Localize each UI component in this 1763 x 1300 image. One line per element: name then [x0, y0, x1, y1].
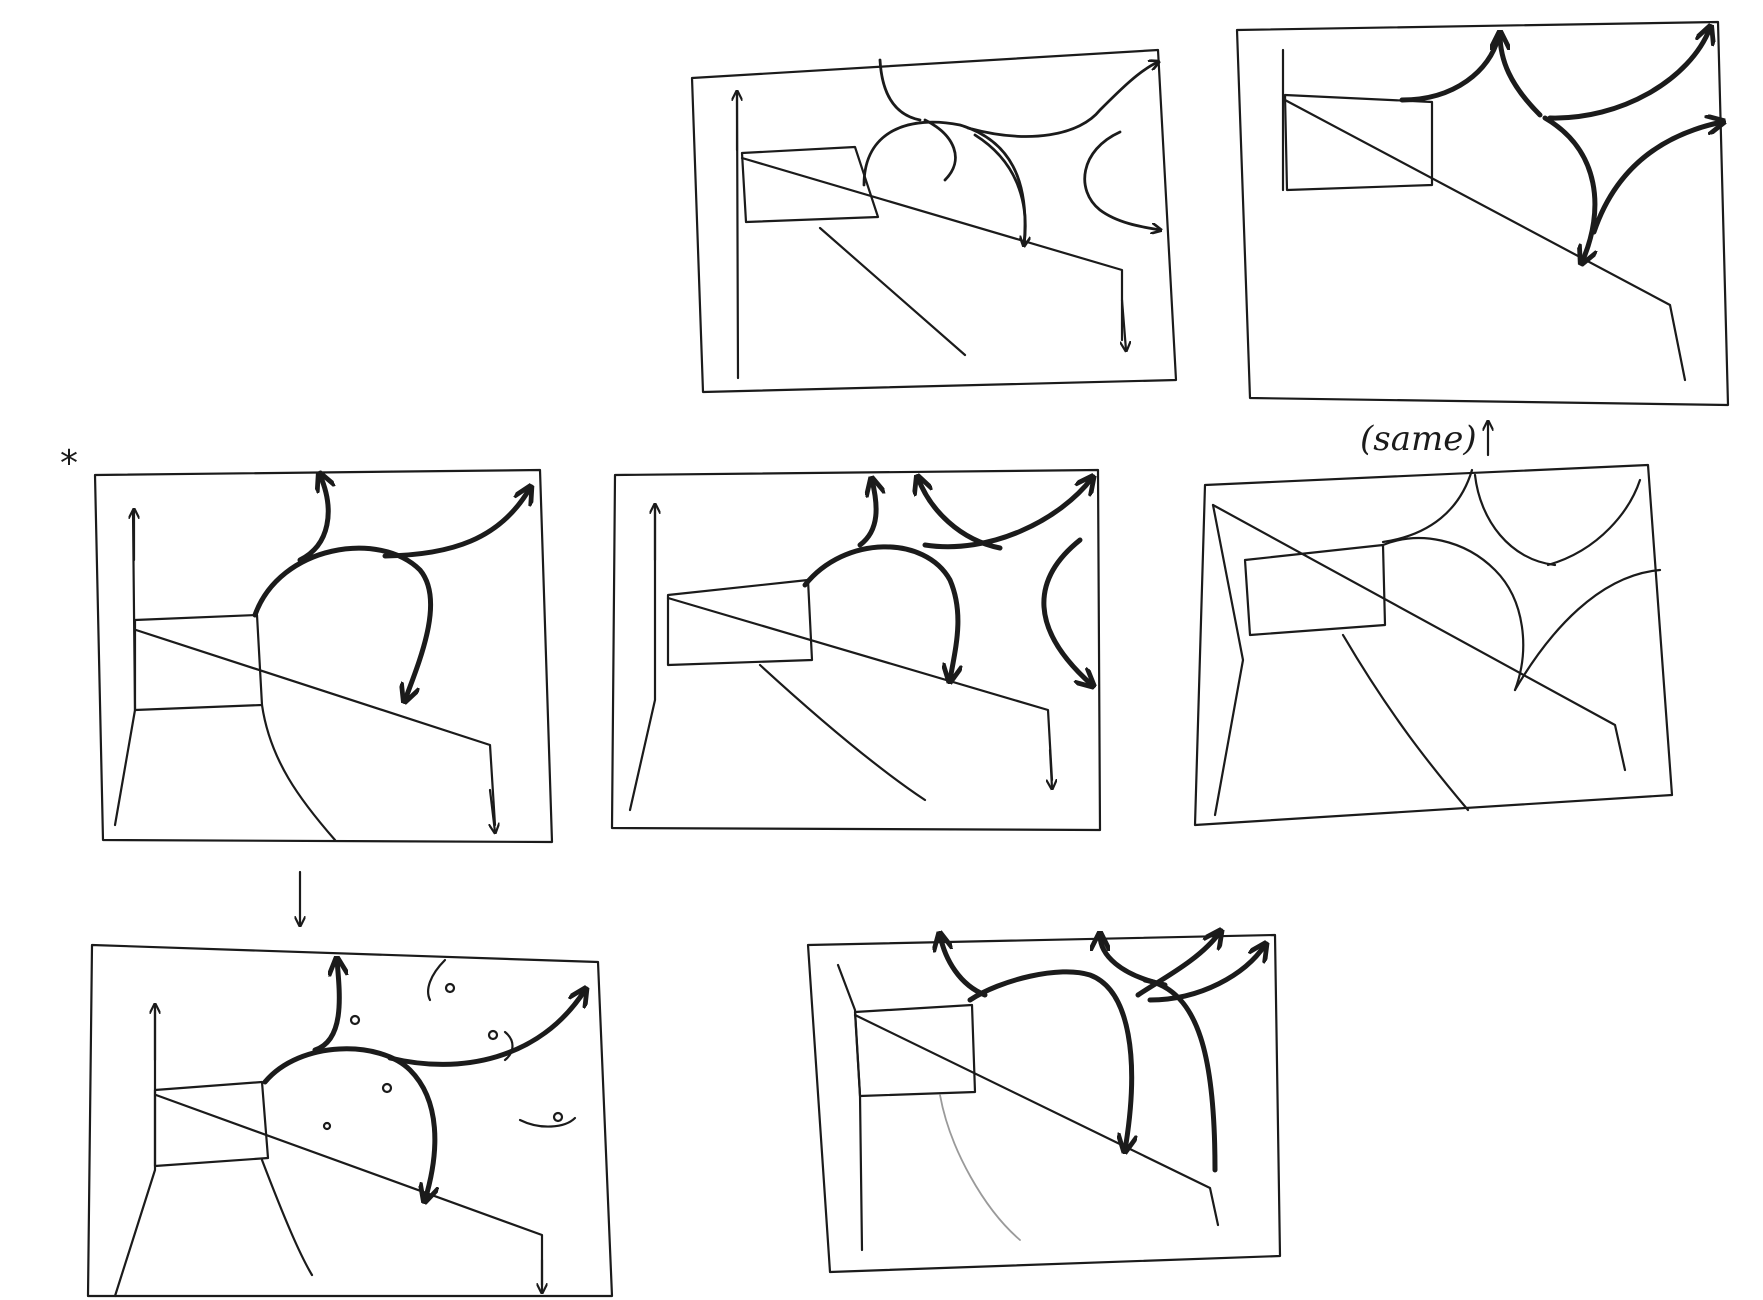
rect-block — [668, 580, 812, 665]
panel-middle-right: (same) — [1195, 419, 1672, 825]
rect-block — [1245, 545, 1385, 635]
rect-block — [742, 147, 878, 222]
arc-crossing — [1145, 980, 1215, 1170]
rect-block — [1285, 95, 1432, 190]
arrow-up-mid — [1100, 935, 1165, 985]
face-dot-5 — [324, 1123, 330, 1129]
diagonal-line — [136, 630, 495, 825]
arrow-up-left — [300, 475, 328, 560]
arrow-up-right-2 — [1150, 945, 1265, 1000]
lower-curve — [1343, 635, 1468, 810]
face-curve-3 — [520, 1118, 575, 1127]
rect-block — [135, 615, 262, 710]
web-line-up — [1383, 470, 1472, 542]
web-line-corner — [1548, 480, 1640, 565]
face-curve-1 — [428, 960, 445, 1000]
star-curve-down — [1545, 118, 1595, 262]
panel-top-right — [1237, 22, 1728, 405]
rect-block — [855, 1005, 975, 1096]
left-wall-line — [115, 1010, 155, 1296]
panel-top-middle — [692, 50, 1176, 392]
face-dot-4 — [383, 1084, 391, 1092]
face-dot-1 — [446, 984, 454, 992]
star-mark: * — [60, 443, 78, 484]
web-line-right — [1475, 475, 1555, 565]
arc-main — [265, 1049, 435, 1200]
diagonal-line — [1213, 505, 1625, 770]
diagonal-line — [742, 158, 1122, 340]
panel-frame — [1195, 465, 1672, 825]
rect-block — [155, 1082, 268, 1166]
face-dot-3 — [489, 1031, 497, 1039]
panel-bottom-center — [808, 932, 1280, 1272]
arrow-up — [315, 960, 339, 1050]
arrow-up-right — [385, 488, 530, 556]
arrow-down-right — [1044, 540, 1092, 685]
arrow-up-right — [390, 990, 585, 1064]
face-dot-2 — [351, 1016, 359, 1024]
arrow-up-2 — [918, 478, 1000, 548]
diagonal-line — [156, 1095, 542, 1285]
star-curve-right — [1550, 28, 1710, 118]
arrow-right-down — [1085, 132, 1160, 230]
lower-diagonal — [820, 228, 965, 355]
arrow-up-right — [925, 478, 1092, 547]
diagonal-line — [855, 1015, 1218, 1225]
panel-middle-center — [612, 470, 1100, 830]
panel-frame — [88, 945, 612, 1296]
panel-frame — [1237, 22, 1728, 405]
lower-curve — [760, 665, 925, 800]
star-curve-left — [1402, 38, 1498, 100]
web-line-right-down — [1515, 570, 1660, 690]
panel-bottom-left — [88, 945, 612, 1296]
arrow-right-up — [968, 62, 1158, 136]
left-wall-line — [115, 512, 135, 825]
left-wall-line — [1213, 505, 1243, 815]
panel-frame — [612, 470, 1100, 830]
left-wall-line — [630, 505, 655, 810]
face-dot-6 — [554, 1113, 562, 1121]
star-curve-right2 — [1594, 122, 1722, 232]
lower-curve — [262, 705, 335, 840]
lower-curve — [262, 1160, 312, 1275]
arrow-up-1 — [860, 480, 876, 545]
panel-frame — [95, 470, 552, 842]
left-wall-line — [838, 965, 862, 1250]
web-arc — [1383, 538, 1523, 690]
arrow-up-left — [940, 935, 985, 995]
panel-middle-left: * — [60, 443, 552, 842]
arc-main — [970, 972, 1132, 1150]
lower-curve — [940, 1095, 1020, 1240]
star-curve-top — [1500, 34, 1540, 115]
same-note: (same) — [1360, 419, 1477, 459]
arrow-up-right-1 — [1138, 932, 1220, 995]
curve-arc-main — [864, 122, 1025, 245]
arrow-top-curve — [880, 60, 920, 120]
arrow-left-curve — [925, 120, 955, 180]
diagonal-line — [1285, 100, 1685, 380]
